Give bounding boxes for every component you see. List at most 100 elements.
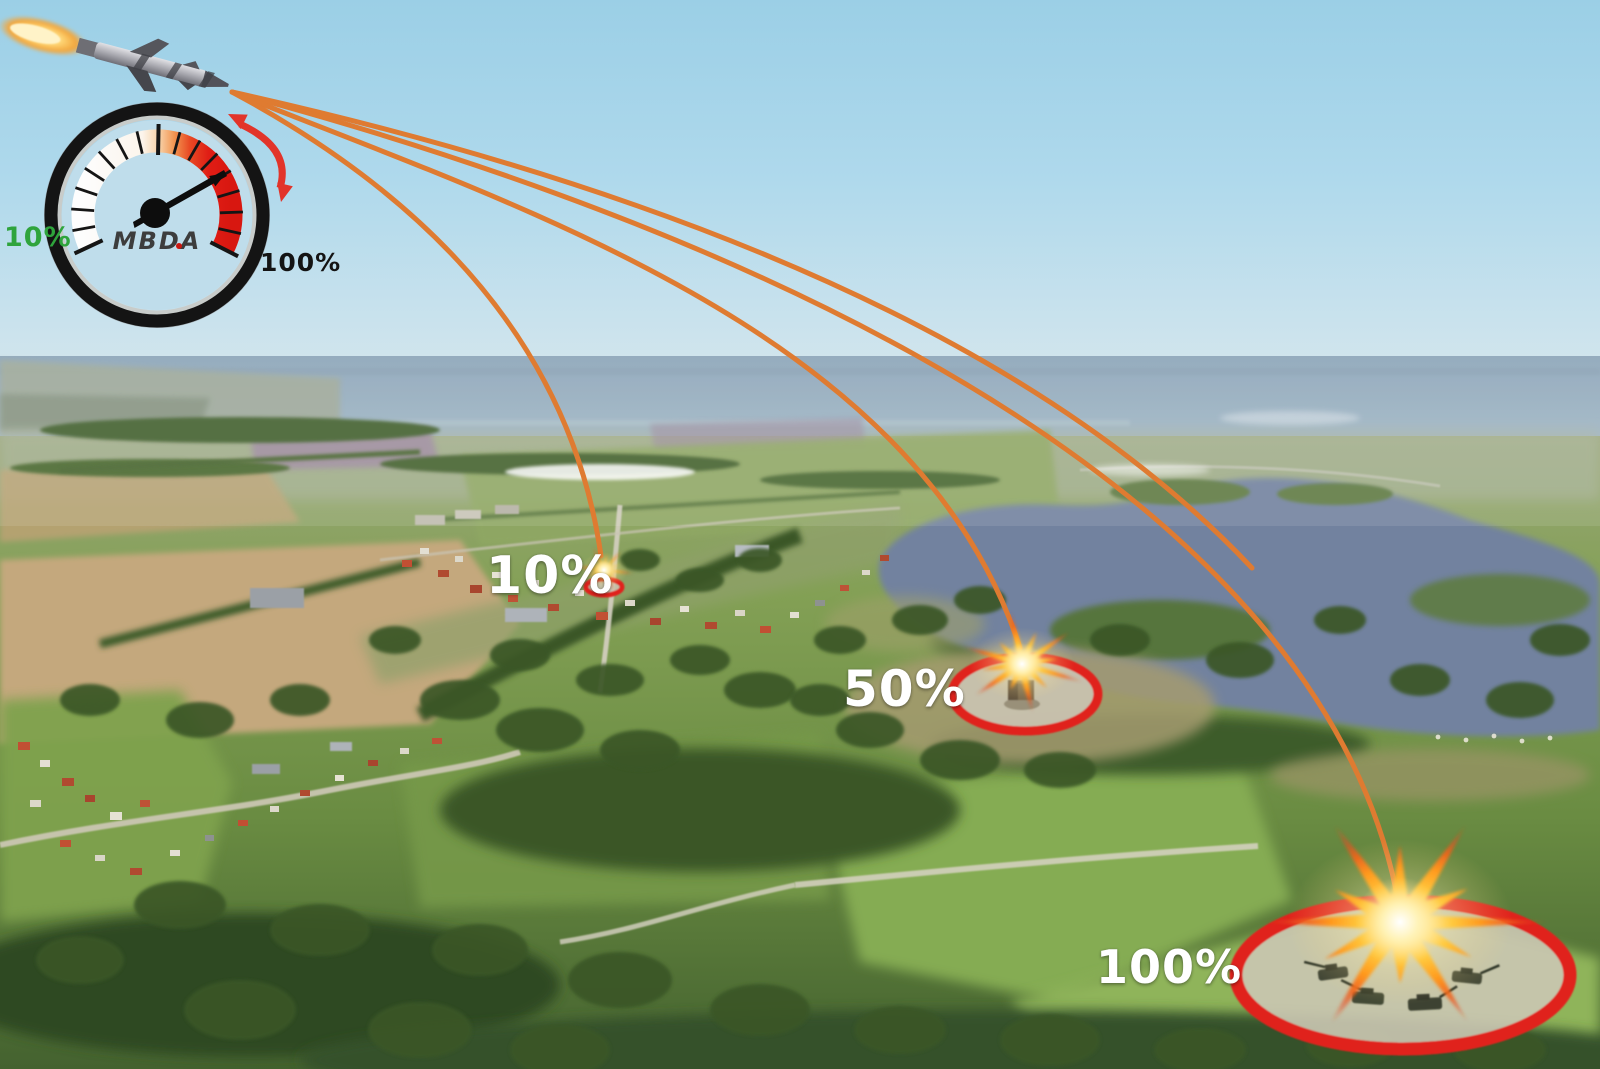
house: [508, 595, 518, 602]
gauge-tick: [172, 131, 182, 155]
gauge-tick: [156, 123, 161, 156]
missile-canard-upper: [182, 61, 200, 70]
tree-cluster: [420, 680, 500, 720]
house: [625, 600, 635, 606]
trajectory-line-100: [229, 89, 1399, 893]
road: [794, 843, 1259, 888]
tree-cluster: [184, 980, 296, 1040]
island: [1277, 483, 1393, 505]
gauge-hub: [140, 198, 170, 228]
tree-cluster: [369, 626, 421, 654]
village-houses: [18, 548, 889, 875]
house: [815, 600, 825, 606]
house: [548, 604, 559, 611]
cloud: [505, 464, 695, 480]
forest: [440, 748, 960, 872]
tree-cluster: [496, 708, 584, 752]
house: [880, 555, 889, 561]
missile-stripes: [132, 53, 215, 89]
gauge-tick: [84, 166, 105, 182]
tree-cluster: [1000, 1014, 1100, 1066]
building: [250, 588, 304, 608]
explosion-core: [1001, 643, 1043, 685]
house: [760, 626, 771, 633]
gauge-tick: [217, 189, 240, 199]
shore: [1410, 574, 1590, 626]
house: [170, 850, 180, 856]
gauge-ticks: [71, 123, 243, 259]
building: [455, 510, 481, 519]
forest-band: [40, 417, 440, 443]
house: [575, 590, 584, 596]
meadow: [0, 690, 232, 922]
house: [62, 778, 74, 786]
tree-cluster: [676, 568, 724, 592]
marsh: [1270, 749, 1590, 801]
tree-cluster: [710, 984, 810, 1036]
hedgerow: [429, 490, 901, 522]
house: [85, 795, 95, 802]
house: [492, 572, 501, 578]
sea-streak: [180, 420, 1130, 426]
gauge-tick: [187, 139, 202, 162]
tree-cluster: [670, 645, 730, 675]
tree-cluster: [576, 664, 644, 696]
house: [420, 548, 429, 554]
gauge-tick: [209, 240, 239, 259]
tree-cluster: [368, 1002, 472, 1058]
forest-band: [760, 471, 1000, 489]
target-10-label: 10%: [486, 546, 614, 606]
field-tan: [0, 462, 300, 542]
tree-cluster: [1390, 664, 1450, 696]
house: [40, 760, 50, 767]
house: [18, 742, 30, 750]
tree-cluster: [490, 639, 550, 671]
gauge-ring: [44, 102, 270, 328]
tree-cluster: [738, 548, 782, 572]
gauge-min-label: 10%: [4, 222, 72, 253]
cloud: [1090, 464, 1210, 476]
hedgerow: [59, 449, 421, 473]
target-50-label: 50%: [843, 660, 966, 718]
house: [735, 610, 745, 616]
tree-cluster: [836, 712, 904, 748]
tree-cluster: [1154, 1028, 1246, 1069]
house: [300, 790, 310, 796]
gauge-tick: [72, 225, 96, 233]
tree-cluster: [600, 730, 680, 770]
missile-canard-lower: [178, 80, 196, 91]
house: [705, 622, 717, 629]
trajectory-line-max: [229, 89, 1255, 571]
gauge-tick: [200, 152, 219, 172]
gauge-tick: [71, 207, 95, 213]
house: [596, 612, 608, 620]
hay-bales: [1435, 733, 1553, 744]
tree-cluster: [270, 904, 370, 956]
missile-body: [93, 42, 207, 87]
gauge-tick: [135, 131, 144, 155]
missile-fin-upper: [129, 38, 170, 58]
house: [238, 820, 248, 826]
tree-cluster: [36, 936, 124, 984]
gauge-tick: [115, 138, 129, 161]
explosion-core: [594, 560, 614, 580]
house: [790, 612, 799, 618]
house: [60, 840, 71, 847]
tree-cluster: [724, 672, 796, 708]
house: [680, 606, 689, 612]
house: [432, 738, 442, 744]
tree-cluster: [790, 684, 850, 716]
road: [379, 506, 901, 562]
tree-cluster: [60, 684, 120, 716]
building: [330, 742, 352, 751]
gauge-tick: [97, 150, 116, 170]
cloud: [1220, 411, 1360, 425]
house: [402, 560, 412, 567]
gauge-tick: [73, 238, 104, 256]
tree-cluster: [510, 1024, 610, 1069]
house: [30, 800, 41, 807]
house: [438, 570, 449, 577]
house: [530, 580, 539, 586]
house: [130, 868, 142, 875]
house: [862, 570, 870, 575]
